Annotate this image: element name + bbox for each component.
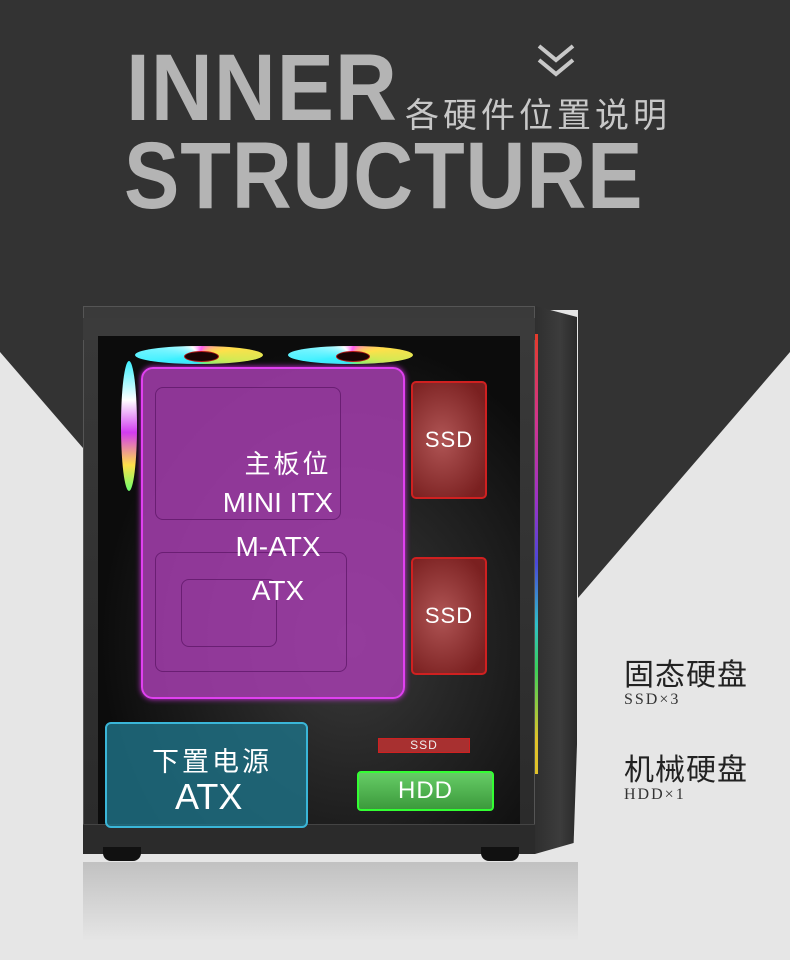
psu-area: 下置电源 ATX (105, 722, 308, 828)
motherboard-area: 主板位 MINI ITX M-ATX ATX (141, 367, 405, 699)
case-foot (481, 847, 519, 861)
headline-structure: STRUCTURE (124, 122, 644, 229)
case-foot (103, 847, 141, 861)
ssd-bay-3: SSD (378, 738, 470, 753)
ssd-label: SSD (424, 603, 474, 628)
format-atx: ATX (251, 575, 305, 606)
psu-label-cn: 下置电源 (152, 747, 272, 778)
ssd-bay-1: SSD (411, 381, 487, 499)
rgb-fan-icon (121, 361, 137, 491)
mobo-cutout (155, 552, 347, 672)
format-m-atx: M-ATX (235, 531, 321, 562)
motherboard-label: 主板位 (244, 450, 332, 480)
rgb-light-strip (535, 334, 538, 774)
rgb-fan-icon (288, 346, 413, 364)
double-chevron-down-icon (537, 44, 575, 77)
legend-ssd: 固态硬盘 SSD×3 (624, 660, 748, 708)
headline-subtitle: 各硬件位置说明 (405, 96, 671, 136)
format-mini-itx: MINI ITX (222, 487, 334, 518)
legend-hdd-spec: HDD×1 (624, 786, 686, 803)
ssd-label: SSD (424, 427, 474, 452)
mobo-cutout (155, 387, 341, 520)
case-front-panel (535, 306, 577, 854)
headline-inner: INNER (126, 34, 398, 141)
case-top-rail (83, 318, 535, 340)
hdd-label: HDD (398, 777, 453, 804)
case-bottom-rail (83, 824, 535, 854)
rgb-fan-icon (135, 346, 263, 364)
hdd-bay: HDD (357, 771, 494, 811)
motherboard-labels: 主板位 MINI ITX M-ATX ATX (203, 444, 353, 613)
legend-ssd-spec: SSD×3 (624, 691, 681, 708)
legend-hdd-title: 机械硬盘 (624, 753, 748, 788)
ssd-bay-2: SSD (411, 557, 487, 675)
case-reflection (83, 862, 578, 942)
legend-ssd-title: 固态硬盘 (624, 658, 748, 693)
psu-label-en: ATX (175, 776, 243, 817)
legend-hdd: 机械硬盘 HDD×1 (624, 755, 748, 803)
mobo-cutout (181, 579, 277, 647)
